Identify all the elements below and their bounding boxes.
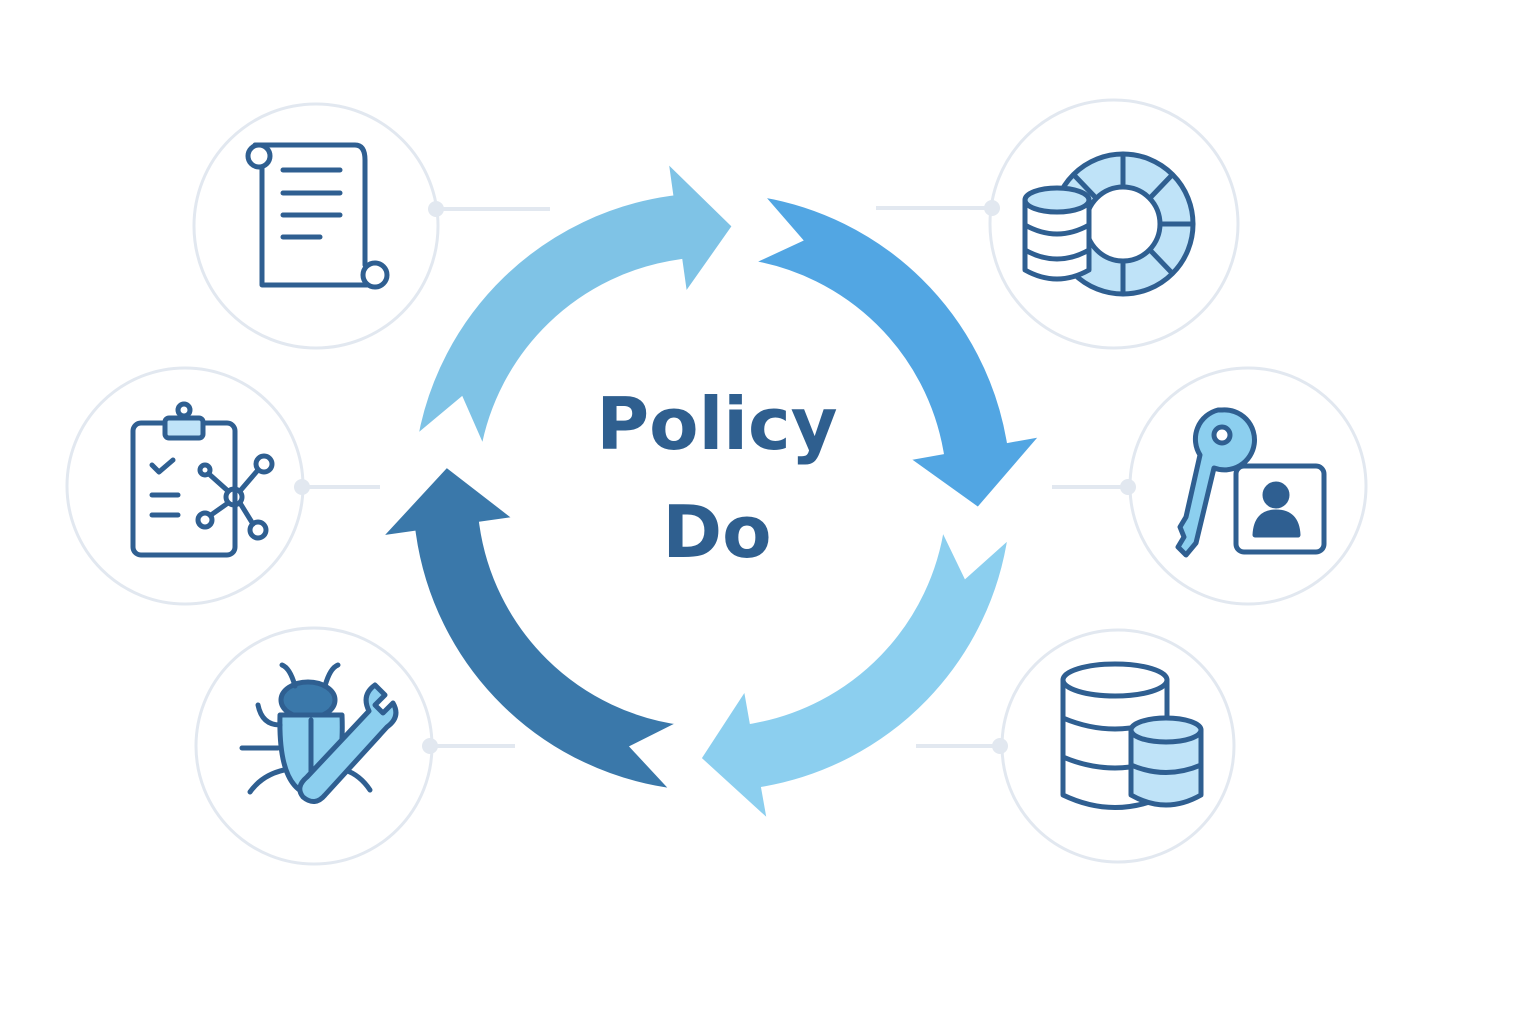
node-circle-policy: [192, 102, 440, 350]
arrow-bottom-right: [694, 514, 1016, 834]
key-identity-icon: [1175, 407, 1327, 558]
arrow-bottom-left: [369, 460, 694, 796]
databases-icon: [1060, 661, 1204, 810]
connectors: [294, 200, 1136, 754]
bug-wrench-icon: [239, 662, 399, 804]
checklist-network-icon: [130, 401, 275, 558]
center-title-line1: Policy: [596, 382, 838, 466]
arrow-top-right: [738, 189, 1053, 515]
node-circle-key: [1128, 366, 1368, 606]
database-dashboard-icon: [1022, 151, 1196, 297]
cycle-arrows: [369, 149, 1053, 834]
arrow-top-left: [410, 149, 740, 462]
center-title-line2: Do: [662, 490, 772, 574]
policy-scroll-icon: [245, 142, 390, 290]
